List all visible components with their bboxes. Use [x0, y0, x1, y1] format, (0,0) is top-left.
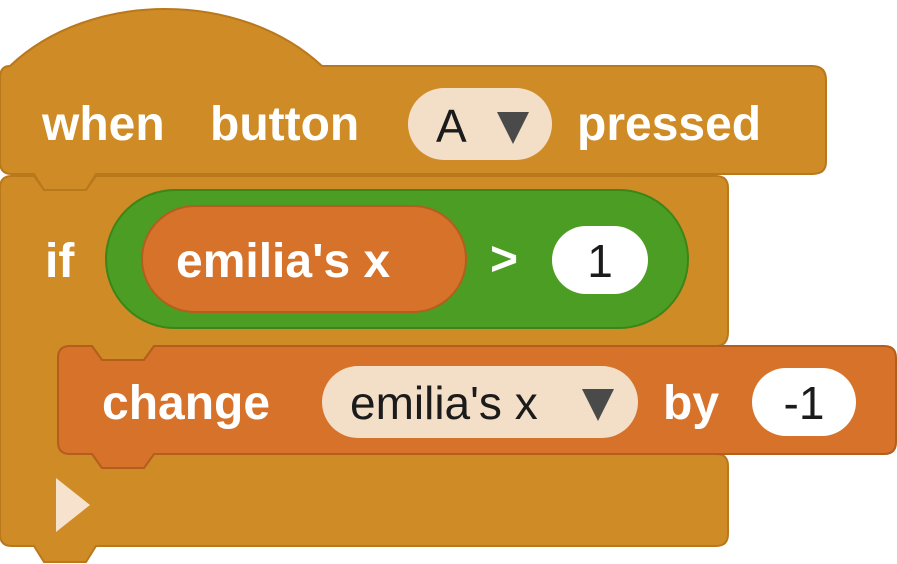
variable-dropdown[interactable]: emilia's x — [322, 366, 638, 438]
triangle-down-icon — [497, 112, 529, 144]
by-label: by — [663, 377, 719, 430]
hat-label-when: when — [41, 98, 165, 151]
condition-number-input[interactable] — [552, 226, 648, 294]
variable-dropdown-value: emilia's x — [350, 377, 538, 429]
operator-label: > — [490, 233, 518, 286]
button-dropdown[interactable]: A — [408, 88, 552, 160]
when-button-pressed-hat-block[interactable]: when button A pressed — [0, 8, 827, 191]
button-dropdown-field[interactable] — [408, 88, 552, 160]
reporter-block[interactable] — [141, 205, 467, 313]
hat-label-pressed: pressed — [577, 98, 761, 151]
hat-block-body[interactable] — [0, 8, 827, 191]
emilias-x-reporter[interactable]: emilia's x — [141, 205, 467, 313]
greater-than-condition[interactable]: emilia's x > 1 — [105, 189, 689, 329]
variable-dropdown-field[interactable] — [322, 366, 638, 438]
if-label: if — [45, 235, 75, 288]
change-label: change — [102, 377, 270, 430]
button-dropdown-value: A — [436, 100, 467, 152]
change-amount-value: -1 — [784, 377, 825, 429]
triangle-right-icon — [56, 478, 90, 532]
if-block[interactable]: if emilia's x > 1 — [0, 175, 729, 563]
change-variable-block[interactable]: change emilia's x by -1 — [57, 345, 897, 469]
hat-label-button: button — [210, 98, 359, 151]
reporter-label: emilia's x — [176, 235, 391, 288]
condition-number-value: 1 — [587, 235, 613, 287]
triangle-down-icon — [582, 389, 614, 421]
change-amount-input[interactable] — [752, 368, 856, 436]
